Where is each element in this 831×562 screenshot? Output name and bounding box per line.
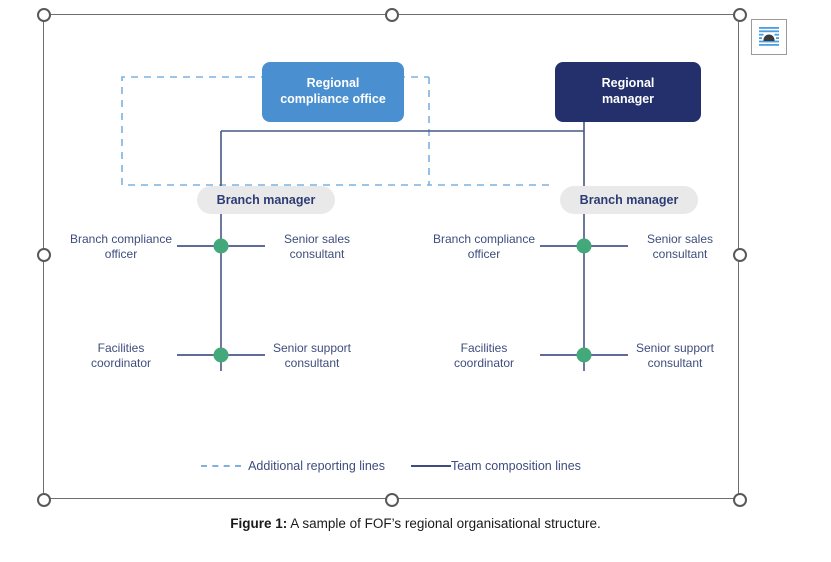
legend-item-team-composition-lines: Team composition lines bbox=[410, 459, 581, 473]
resize-handle-bottom-left[interactable] bbox=[37, 493, 51, 507]
org-chart-connectors bbox=[121, 76, 628, 371]
role-left-senior-sales-consultant: Senior sales consultant bbox=[262, 232, 372, 263]
legend-label-solid: Team composition lines bbox=[450, 459, 581, 473]
role-right-branch-compliance-officer: Branch compliance officer bbox=[425, 232, 543, 263]
team-node-left-row2 bbox=[213, 347, 229, 363]
role-text-line1: Facilities bbox=[97, 341, 145, 355]
role-left-facilities-coordinator: Facilities coordinator bbox=[62, 341, 180, 372]
role-text-line1: Senior support bbox=[272, 341, 352, 355]
role-right-senior-support-consultant: Senior support consultant bbox=[615, 341, 735, 372]
layout-options-button[interactable] bbox=[751, 19, 787, 55]
role-right-senior-sales-consultant: Senior sales consultant bbox=[625, 232, 735, 263]
role-text-line2: consultant bbox=[284, 356, 340, 371]
legend-item-additional-reporting-lines: Additional reporting lines bbox=[201, 459, 385, 473]
node-branch-manager-left-label: Branch manager bbox=[216, 193, 316, 207]
resize-handle-top-right[interactable] bbox=[733, 8, 747, 22]
node-branch-manager-left[interactable]: Branch manager bbox=[197, 186, 335, 214]
role-text-line2: coordinator bbox=[90, 356, 152, 371]
role-text-line2: consultant bbox=[289, 247, 345, 262]
node-regional-manager-line1: Regional bbox=[601, 76, 655, 91]
node-regional-compliance-office[interactable]: Regional compliance office bbox=[262, 62, 404, 122]
node-regional-compliance-office-line2: compliance office bbox=[280, 92, 386, 106]
role-text-line1: Senior sales bbox=[283, 232, 351, 246]
node-regional-manager[interactable]: Regional manager bbox=[555, 62, 701, 122]
legend: Additional reporting lines Team composit… bbox=[44, 459, 738, 473]
role-text-line2: officer bbox=[467, 247, 501, 262]
node-regional-manager-line2: manager bbox=[601, 92, 655, 106]
figure-caption: Figure 1: A sample of FOF’s regional org… bbox=[0, 516, 831, 531]
role-left-senior-support-consultant: Senior support consultant bbox=[252, 341, 372, 372]
resize-handle-bottom-right[interactable] bbox=[733, 493, 747, 507]
role-text-line1: Branch compliance bbox=[432, 232, 536, 246]
picture-selection-frame[interactable] bbox=[37, 8, 747, 507]
role-text-line2: consultant bbox=[647, 356, 703, 371]
team-node-right-row2 bbox=[576, 347, 592, 363]
role-text-line1: Senior sales bbox=[646, 232, 714, 246]
node-branch-manager-right-label: Branch manager bbox=[579, 193, 679, 207]
dashed-line-icon bbox=[201, 465, 242, 467]
org-chart-figure[interactable]: Regional compliance office Regional mana… bbox=[44, 15, 738, 498]
dashed-reporting-path-left bbox=[121, 76, 429, 186]
role-text-line1: Senior support bbox=[635, 341, 715, 355]
node-branch-manager-right[interactable]: Branch manager bbox=[560, 186, 698, 214]
resize-handle-bottom-center[interactable] bbox=[385, 493, 399, 507]
role-right-facilities-coordinator: Facilities coordinator bbox=[425, 341, 543, 372]
resize-handle-middle-left[interactable] bbox=[37, 248, 51, 262]
picture-layout-options-icon bbox=[759, 27, 779, 46]
solid-line-icon bbox=[410, 465, 451, 467]
role-text-line2: coordinator bbox=[453, 356, 515, 371]
team-node-right-row1 bbox=[576, 238, 592, 254]
dashed-reporting-path-right bbox=[428, 77, 549, 186]
resize-handle-top-left[interactable] bbox=[37, 8, 51, 22]
role-text-line2: consultant bbox=[652, 247, 708, 262]
team-node-left-row1 bbox=[213, 238, 229, 254]
node-regional-compliance-office-line1: Regional bbox=[306, 76, 360, 91]
figure-caption-label: Figure 1: bbox=[230, 516, 288, 531]
figure-caption-text: A sample of FOF’s regional organisationa… bbox=[287, 516, 601, 531]
role-text-line1: Facilities bbox=[460, 341, 508, 355]
legend-label-dashed: Additional reporting lines bbox=[248, 459, 385, 473]
role-left-branch-compliance-officer: Branch compliance officer bbox=[62, 232, 180, 263]
resize-handle-middle-right[interactable] bbox=[733, 248, 747, 262]
role-text-line2: officer bbox=[104, 247, 138, 262]
role-text-line1: Branch compliance bbox=[69, 232, 173, 246]
resize-handle-top-center[interactable] bbox=[385, 8, 399, 22]
